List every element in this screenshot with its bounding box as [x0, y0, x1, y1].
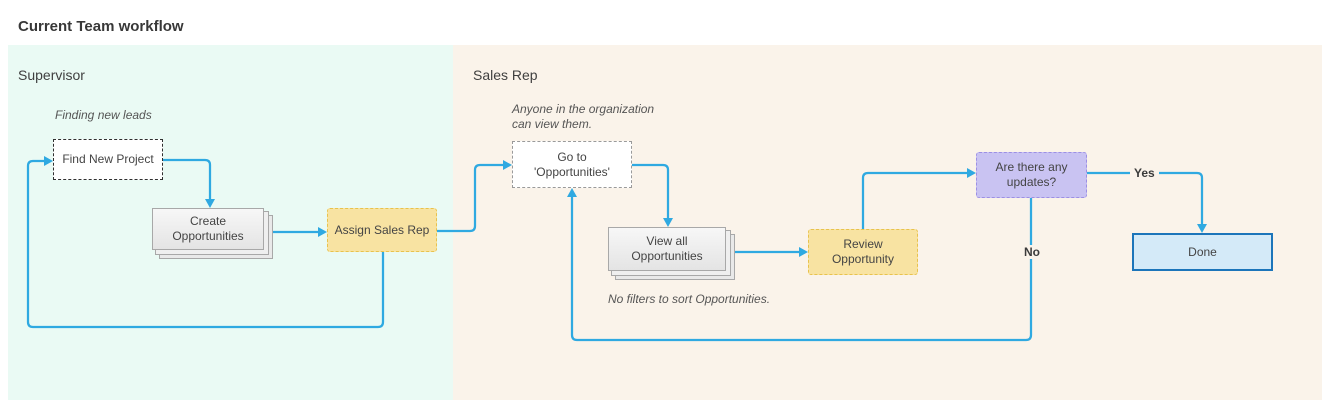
- edge-label-yes: Yes: [1130, 166, 1159, 180]
- note-no-filters: No filters to sort Opportunities.: [608, 292, 771, 306]
- node-find-new-project[interactable]: Find New Project: [53, 139, 163, 180]
- node-create-opportunities[interactable]: Create Opportunities: [152, 208, 264, 250]
- node-any-updates[interactable]: Are there any updates?: [976, 152, 1087, 198]
- edge-label-no: No: [1020, 245, 1044, 259]
- node-assign-sales-rep[interactable]: Assign Sales Rep: [327, 208, 437, 252]
- node-review-opportunity[interactable]: Review Opportunity: [808, 229, 918, 275]
- lane-sales-rep: [453, 45, 1322, 400]
- node-go-to-opportunities[interactable]: Go to 'Opportunities': [512, 141, 632, 188]
- diagram-title: Current Team workflow: [18, 18, 184, 35]
- node-view-all-opportunities[interactable]: View all Opportunities: [608, 227, 726, 271]
- note-finding-new-leads: Finding new leads: [55, 108, 152, 122]
- note-anyone-can-view: Anyone in the organization can view them…: [512, 102, 655, 131]
- node-done[interactable]: Done: [1132, 233, 1273, 271]
- lane-sales-rep-label: Sales Rep: [473, 67, 538, 83]
- lane-supervisor-label: Supervisor: [18, 67, 85, 83]
